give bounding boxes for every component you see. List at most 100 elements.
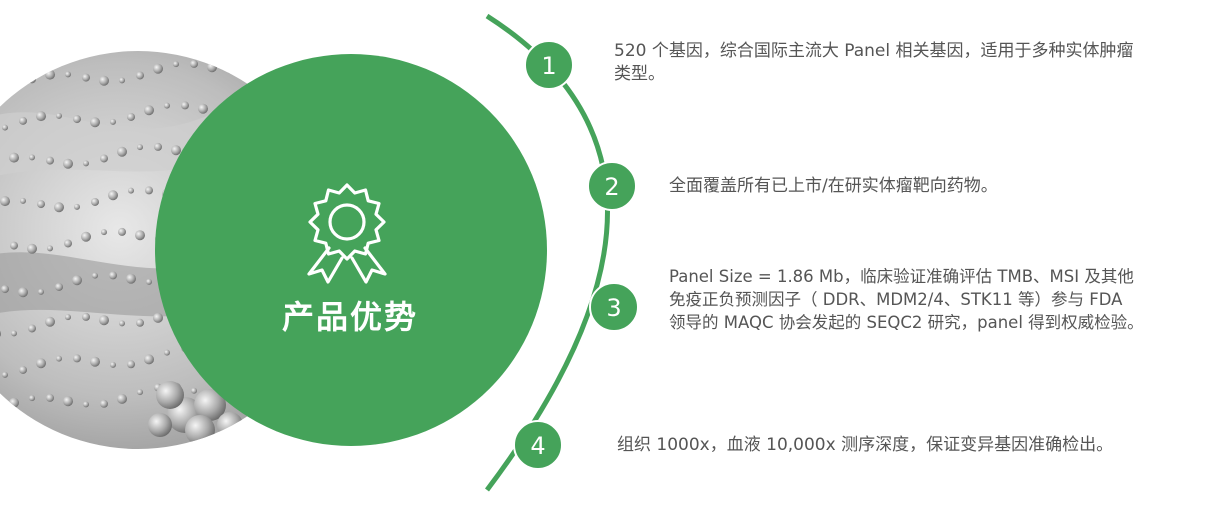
molecule-bead: [117, 393, 127, 404]
molecule-bead: [207, 62, 217, 73]
molecule-bead: [144, 354, 154, 365]
marker-number: 3: [606, 294, 621, 322]
molecule-bead: [91, 197, 99, 206]
molecule-bead: [63, 158, 73, 169]
molecule-bead: [181, 101, 189, 110]
molecule-bead: [74, 203, 80, 210]
molecule-bead: [144, 105, 154, 116]
molecule-bead: [109, 271, 117, 280]
molecule-bead: [28, 324, 36, 333]
molecule-cluster-bead: [217, 412, 243, 438]
molecule-bead: [190, 59, 198, 68]
marker-number: 1: [541, 52, 556, 80]
molecule-bead: [171, 145, 181, 156]
molecule-bead: [9, 152, 19, 163]
molecule-bead: [137, 389, 143, 396]
molecule-bead: [56, 355, 62, 362]
molecule-bead: [46, 393, 54, 402]
molecule-bead: [119, 320, 125, 327]
molecule-bead: [227, 67, 233, 74]
molecule-bead: [136, 71, 144, 80]
molecule-bead: [10, 241, 18, 250]
molecule-bead: [0, 196, 10, 207]
molecule-bead: [137, 144, 143, 151]
marker-number: 2: [604, 173, 619, 201]
molecule-bead: [198, 103, 208, 114]
molecule-bead: [18, 287, 28, 298]
molecule-bead: [90, 117, 100, 128]
molecule-bead: [100, 399, 108, 408]
timeline-item-1-text: 520 个基因，综合国际主流大 Panel 相关基因，适用于多种实体肿瘤 类型。: [614, 41, 1134, 84]
molecule-bead: [154, 142, 162, 151]
timeline-marker-2: 2: [587, 161, 637, 211]
molecule-cluster-bead: [185, 415, 215, 445]
molecule-bead: [99, 75, 109, 86]
molecule-bead: [101, 229, 107, 236]
timeline-item-3-text: Panel Size = 1.86 Mb，临床验证准确评估 TMB、MSI 及其…: [669, 267, 1144, 332]
molecule-bead: [99, 315, 109, 326]
molecule-bead: [119, 77, 125, 84]
molecule-bead: [9, 397, 19, 408]
molecule-bead: [81, 231, 91, 242]
molecule-bead: [38, 288, 44, 295]
molecule-bead: [36, 358, 46, 369]
molecule-bead: [63, 396, 73, 407]
molecule-bead: [92, 272, 98, 279]
molecule-bead: [127, 360, 135, 369]
molecule-bead: [153, 312, 163, 323]
molecule-bead: [0, 85, 1, 96]
molecule-bead: [54, 202, 64, 213]
molecule-bead: [145, 186, 153, 195]
molecule-cluster-bead: [194, 389, 226, 421]
molecule-bead: [135, 230, 145, 241]
molecule-bead: [19, 116, 27, 125]
molecule-bead: [2, 371, 8, 378]
molecule-bead: [153, 63, 163, 74]
molecule-bead: [72, 275, 82, 286]
molecule-bead: [27, 243, 37, 254]
molecule-bead: [82, 73, 90, 82]
marker-number: 4: [530, 432, 545, 460]
molecule-bead: [110, 118, 116, 125]
molecule-bead: [82, 312, 90, 321]
molecule-bead: [28, 75, 36, 84]
molecule-bead: [64, 239, 72, 248]
award-badge-icon: [307, 183, 387, 284]
hero-circle: [155, 54, 547, 446]
molecule-bead: [110, 361, 116, 368]
molecule-bead: [83, 401, 89, 408]
timeline-marker-3: 3: [589, 282, 639, 332]
molecule-bead: [19, 365, 27, 374]
molecule-bead: [136, 318, 144, 327]
molecule-bead: [55, 282, 63, 291]
molecule-cluster-bead: [156, 381, 184, 409]
molecule-bead: [20, 197, 26, 204]
molecule-bead: [83, 160, 89, 167]
molecule-bead: [173, 61, 179, 68]
molecule-bead: [100, 154, 108, 163]
timeline-item-2-text: 全面覆盖所有已上市/在研实体瘤靶向药物。: [669, 176, 998, 196]
molecule-bead: [146, 278, 152, 285]
timeline-marker-4: 4: [513, 420, 563, 470]
molecule-bead: [36, 111, 46, 122]
molecule-bead: [56, 112, 62, 119]
molecule-bead: [127, 112, 135, 121]
timeline-marker-1: 1: [524, 40, 574, 90]
molecule-bead: [164, 102, 170, 109]
molecule-bead: [90, 356, 100, 367]
molecule-bead: [73, 354, 81, 363]
molecule-bead: [108, 190, 118, 201]
molecule-bead: [73, 115, 81, 124]
molecule-bead: [191, 387, 197, 394]
timeline-item-4-text: 组织 1000x，血液 10,000x 测序深度，保证变异基因准确检出。: [617, 435, 1114, 455]
molecule-bead: [11, 83, 17, 90]
molecule-bead: [1, 285, 9, 294]
molecule-bead: [47, 245, 53, 252]
molecule-bead: [11, 330, 17, 337]
hero-title: 产品优势: [281, 298, 418, 336]
molecule-bead: [46, 156, 54, 165]
molecule-bead: [118, 227, 126, 236]
molecule-bead: [126, 273, 136, 284]
